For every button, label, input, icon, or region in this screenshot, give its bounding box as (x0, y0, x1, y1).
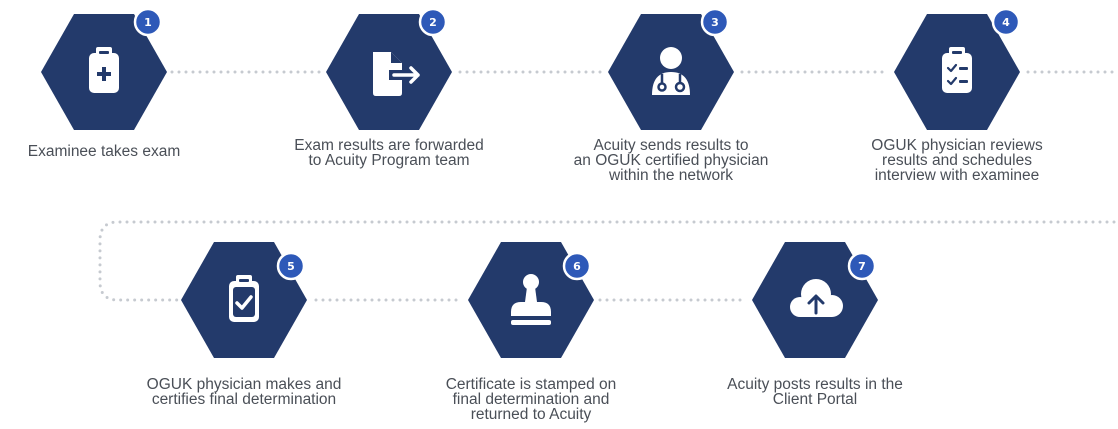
step-2-number: 2 (429, 16, 437, 29)
step-3-badge (700, 7, 730, 37)
step-2-label-line-1: Exam results are forwarded (294, 137, 484, 154)
step-6: 6 (468, 242, 594, 358)
step-4-label: OGUK physician reviews results and sched… (837, 137, 1077, 184)
step-2-label: Exam results are forwarded to Acuity Pro… (269, 137, 509, 169)
step-6-label: Certificate is stamped on final determin… (411, 376, 651, 423)
step-5-label-line-2: certifies final determination (151, 391, 337, 408)
step-6-label-line-3: returned to Acuity (470, 406, 592, 423)
step-6-label-line-1: Certificate is stamped on (445, 376, 617, 393)
step-3-number: 3 (711, 16, 719, 29)
step-6-badge (562, 251, 592, 281)
step-4-number: 4 (1002, 16, 1010, 29)
stamp-icon (511, 274, 551, 325)
step-1-label: Examinee takes exam (0, 143, 224, 160)
step-1-number: 1 (144, 16, 152, 29)
step-7-badge (847, 251, 877, 281)
physician-icon (652, 47, 690, 95)
step-3-label-line-2: an OGUK certified physician (573, 152, 769, 169)
step-5-label: OGUK physician makes and certifies final… (124, 376, 364, 408)
step-4-label-line-2: results and schedules (882, 152, 1032, 169)
step-2-label-line-2: to Acuity Program team (308, 152, 470, 169)
step-3-label-line-3: within the network (608, 167, 734, 184)
step-5: 5 (181, 242, 307, 358)
step-7: 7 (752, 242, 878, 358)
step-6-number: 6 (573, 260, 581, 273)
step-4: 4 (894, 7, 1021, 130)
step-3-label: Acuity sends results to an OGUK certifie… (551, 137, 791, 184)
step-7-label: Acuity posts results in the Client Porta… (695, 376, 935, 408)
step-2: 2 (326, 7, 452, 130)
step-7-label-line-2: Client Portal (772, 391, 858, 408)
step-4-badge (991, 7, 1021, 37)
clipboard-check-icon (229, 275, 259, 322)
step-3-label-line-1: Acuity sends results to (593, 137, 749, 154)
step-5-number: 5 (287, 260, 295, 273)
step-4-label-line-3: interview with examinee (874, 167, 1040, 184)
step-3: 3 (608, 7, 734, 130)
step-1: 1 (41, 7, 167, 130)
step-4-label-line-1: OGUK physician reviews (871, 137, 1043, 154)
file-forward-icon (373, 52, 420, 96)
step-5-label-line-1: OGUK physician makes and (146, 376, 342, 393)
step-6-label-line-2: final determination and (452, 391, 610, 408)
cloud-upload-icon (790, 279, 843, 317)
checklist-clipboard-icon (942, 47, 972, 93)
step-2-badge (418, 7, 448, 37)
clipboard-plus-icon (89, 47, 119, 93)
step-7-number: 7 (858, 260, 866, 273)
step-5-badge (276, 251, 306, 281)
step-7-label-line-1: Acuity posts results in the (727, 376, 903, 393)
step-1-badge (133, 7, 163, 37)
step-1-label-line-1: Examinee takes exam (27, 143, 181, 160)
